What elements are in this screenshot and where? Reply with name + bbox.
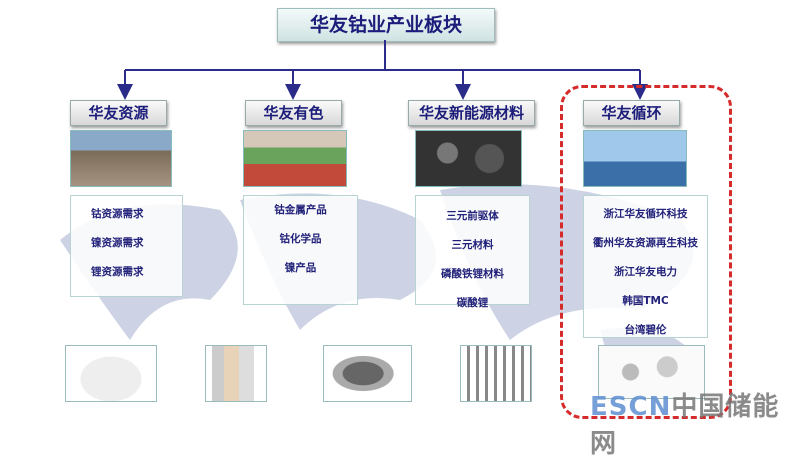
jet-engine-image: [323, 345, 412, 402]
list-item: 镍资源需求: [91, 237, 144, 249]
cutting-tools-image: [460, 345, 532, 402]
list-item: 锂资源需求: [91, 266, 144, 278]
list-huayou-resources: 钴资源需求 镍资源需求 锂资源需求: [70, 195, 183, 297]
factory-image: [243, 130, 347, 187]
watermark: ESCN中国储能网: [590, 386, 800, 460]
list-item: 浙江华友循环科技: [603, 208, 688, 220]
list-item: 磷酸铁锂材料: [441, 268, 504, 280]
mining-image: [70, 130, 172, 187]
watermark-latin: ESCN: [590, 392, 672, 422]
header-huayou-resources: 华友资源: [70, 100, 167, 126]
header-huayou-new-energy: 华友新能源材料: [408, 100, 535, 126]
list-item: 浙江华友电力: [614, 266, 677, 278]
electric-car-image: [65, 345, 157, 402]
list-item: 台湾碧伦: [624, 324, 667, 336]
list-item: 碳酸锂: [456, 297, 489, 309]
list-item: 钴资源需求: [91, 208, 144, 220]
connector-arrows: [117, 40, 648, 100]
list-item: 三元材料: [451, 239, 494, 251]
list-huayou-new-energy: 三元前驱体 三元材料 磷酸铁锂材料 碳酸锂: [415, 195, 530, 309]
list-item: 镍产品: [284, 262, 317, 274]
list-item: 钴化学品: [279, 233, 322, 245]
list-huayou-nonferrous: 钴金属产品 钴化学品 镍产品: [243, 195, 358, 305]
list-item: 钴金属产品: [274, 204, 327, 216]
list-huayou-recycling: 浙江华友循环科技 衢州华友资源再生科技 浙江华友电力 韩国TMC 台湾碧伦: [583, 195, 708, 338]
battery-material-image: [415, 130, 522, 187]
list-item: 衢州华友资源再生科技: [593, 237, 698, 249]
list-item: 韩国TMC: [622, 295, 669, 307]
header-huayou-recycling: 华友循环: [583, 100, 680, 126]
header-huayou-nonferrous: 华友有色: [245, 100, 342, 126]
list-item: 三元前驱体: [446, 210, 499, 222]
highlight-dashed-frame: [560, 85, 732, 419]
smartphone-image: [205, 345, 267, 402]
power-grid-image: [583, 130, 687, 187]
alloy-parts-image: [598, 345, 705, 399]
